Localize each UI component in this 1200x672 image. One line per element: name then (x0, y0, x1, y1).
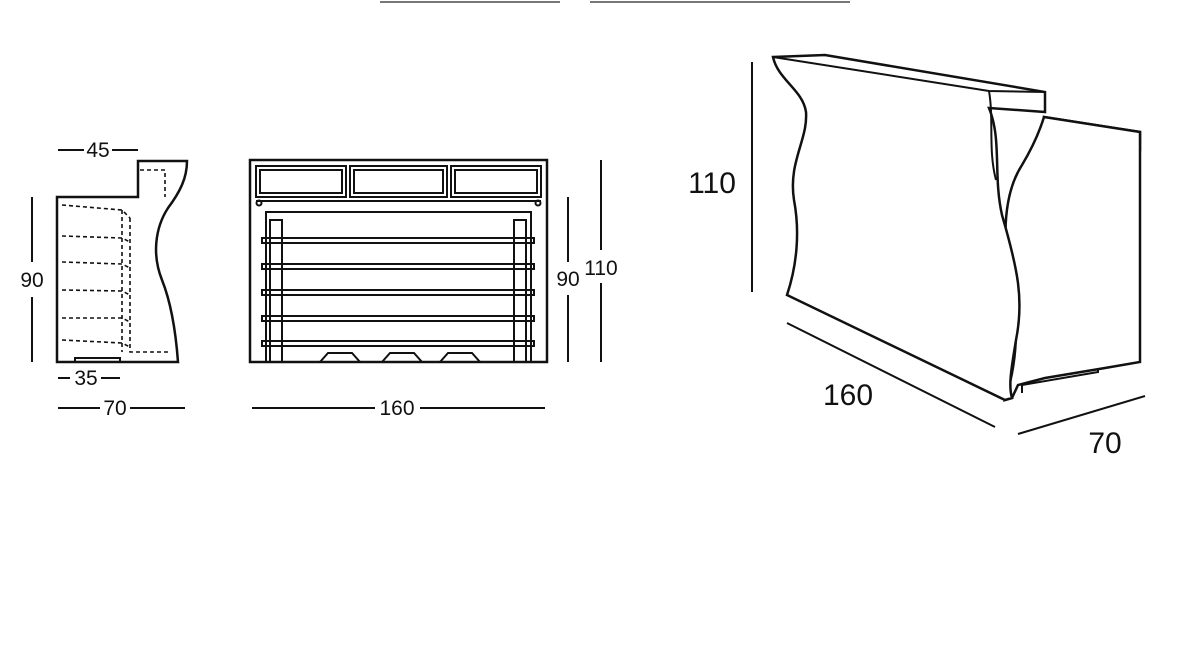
dim-label-persp-70: 70 (1088, 427, 1121, 460)
front-drawer-center-inner (353, 169, 444, 194)
dim-label-front-110: 110 (584, 257, 617, 280)
side-view: 45 90 35 70 (20, 139, 189, 420)
front-screw-right (534, 199, 542, 207)
dim-line-persp-70 (1017, 395, 1146, 435)
front-view-frame (248, 158, 549, 364)
perspective-end-wave (988, 90, 997, 181)
front-drawer-center (349, 165, 448, 198)
perspective-base-notch (1021, 368, 1099, 393)
front-shelves (261, 237, 535, 347)
perspective-front-face (771, 53, 1047, 402)
dim-label-front-90: 90 (556, 268, 579, 291)
perspective-view: 110 160 70 (688, 53, 1146, 460)
dim-label-90: 90 (20, 269, 43, 292)
dim-label-35: 35 (74, 367, 97, 390)
dim-label-45: 45 (86, 139, 109, 162)
front-drawer-left (255, 165, 347, 198)
perspective-back-block (1003, 115, 1142, 402)
side-view-outline (55, 159, 189, 364)
dim-label-persp-110: 110 (688, 167, 736, 200)
front-foot-3 (439, 352, 481, 363)
front-drawer-left-inner (259, 169, 343, 194)
front-inner-opening (265, 211, 532, 362)
dim-label-160: 160 (379, 397, 414, 420)
side-view-base-notch (74, 357, 121, 362)
dim-label-70: 70 (103, 397, 126, 420)
front-screw-left (255, 199, 263, 207)
front-foot-1 (319, 352, 361, 363)
front-drawer-right (450, 165, 542, 198)
side-view-hidden-top (140, 169, 166, 197)
front-foot-2 (381, 352, 423, 363)
front-drawer-right-inner (454, 169, 538, 194)
dim-label-persp-160: 160 (823, 379, 873, 412)
dim-line-persp-160 (786, 322, 996, 428)
front-view: 160 90 110 (248, 158, 618, 420)
side-view-hidden-shelves (61, 204, 168, 353)
